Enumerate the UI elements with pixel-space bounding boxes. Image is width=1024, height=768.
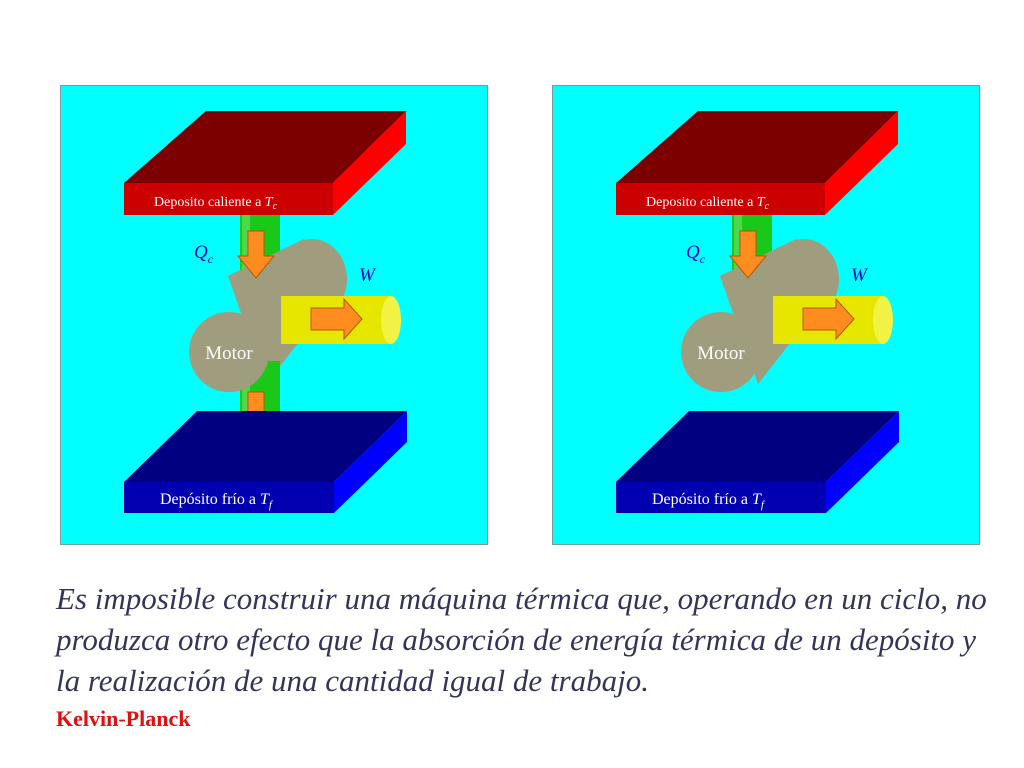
motor-label: Motor — [697, 343, 745, 364]
work-arrow — [310, 297, 363, 341]
hot-reservoir-front — [124, 183, 333, 215]
engine-diagram-right-svg: Deposito caliente a Tc Motor Qc W Depósi… — [553, 86, 979, 544]
cold-reservoir-front — [616, 482, 826, 513]
qc-label: Qc — [686, 242, 706, 266]
motor-label: Motor — [205, 343, 253, 364]
cold-reservoir-side — [334, 411, 407, 513]
work-label: W — [851, 265, 869, 286]
engine-diagram-left-svg: Deposito caliente a Tc Motor Qc W Qf Dep… — [61, 86, 487, 544]
kelvin-planck-statement: Es imposible construir una máquina térmi… — [56, 581, 987, 698]
qc-arrow — [236, 230, 276, 279]
hot-reservoir-top — [616, 111, 898, 183]
work-pipe-end — [381, 296, 401, 344]
motor-front-face — [681, 312, 761, 392]
work-pipe-end — [873, 296, 893, 344]
hot-reservoir-side — [333, 111, 406, 215]
heat-pipe-lower-highlight — [242, 361, 250, 454]
qc-label: Qc — [194, 242, 214, 266]
motor-front-face — [189, 312, 269, 392]
hot-reservoir-label: Deposito caliente a Tc — [154, 195, 278, 212]
cold-reservoir-label: Depósito frío a Tf — [652, 491, 766, 511]
cold-reservoir-top — [124, 411, 407, 482]
hot-reservoir-label: Deposito caliente a Tc — [646, 195, 770, 212]
engine-diagram-right: Deposito caliente a Tc Motor Qc W Depósi… — [552, 85, 980, 545]
qc-arrow — [728, 230, 768, 279]
hot-reservoir-top — [124, 111, 406, 183]
cold-reservoir-label: Depósito frío a Tf — [160, 491, 274, 511]
work-label: W — [359, 265, 377, 286]
cold-reservoir-side — [826, 411, 899, 513]
attribution-label: Kelvin-Planck — [56, 706, 191, 731]
hot-reservoir-side — [825, 111, 898, 215]
work-arrow — [802, 297, 855, 341]
engine-diagram-left: Deposito caliente a Tc Motor Qc W Qf Dep… — [60, 85, 488, 545]
cold-reservoir-front — [124, 482, 334, 513]
hot-reservoir-front — [616, 183, 825, 215]
cold-reservoir-top — [616, 411, 899, 482]
